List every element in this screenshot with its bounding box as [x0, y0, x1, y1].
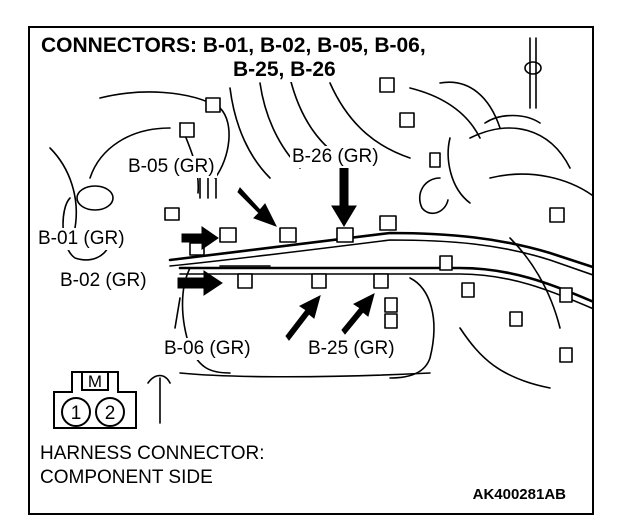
label-b06: B-06 (GR) — [162, 338, 253, 360]
figure-code: AK400281AB — [472, 486, 566, 503]
label-b02: B-02 (GR) — [58, 270, 149, 292]
label-b26: B-26 (GR) — [290, 146, 381, 168]
harness-pin-1: 1 — [71, 403, 82, 424]
diagram-title-line1: CONNECTORS: B-01, B-02, B-05, B-06, — [38, 34, 429, 58]
harness-pin-letter: M — [88, 372, 102, 391]
harness-pin-2: 2 — [105, 403, 116, 424]
label-b25: B-25 (GR) — [306, 338, 397, 360]
label-b05: B-05 (GR) — [126, 156, 217, 178]
engine-harness-drawing: M 1 2 — [49, 37, 592, 429]
diagram-frame: M 1 2 CONNECTORS: B-01, B-02, B-05, B-06… — [28, 26, 594, 515]
diagram-title-line2: B-25, B-26 — [230, 58, 339, 82]
harness-caption-line2: COMPONENT SIDE — [40, 467, 213, 488]
label-b01: B-01 (GR) — [36, 228, 127, 250]
harness-caption-line1: HARNESS CONNECTOR: — [40, 443, 265, 464]
